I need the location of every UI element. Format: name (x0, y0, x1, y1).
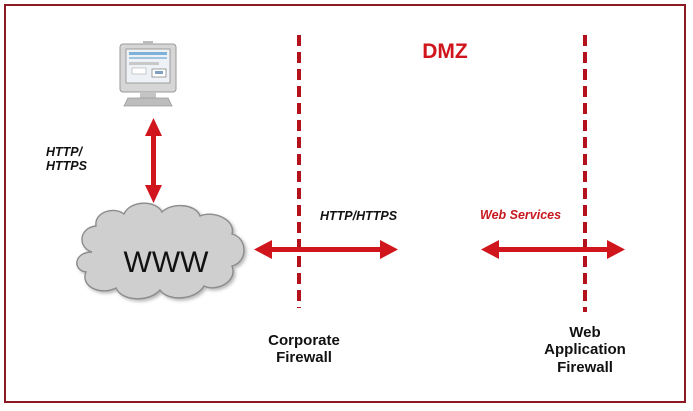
client-protocol-label: HTTP/ HTTPS (46, 145, 106, 174)
client-protocol-line2: HTTPS (46, 159, 87, 174)
cloud-icon (76, 202, 245, 300)
computer-monitor-icon (119, 41, 177, 107)
corporate-firewall-line2: Firewall (276, 349, 332, 367)
www-cloud-label: WWW (123, 246, 209, 279)
diagram-frame (4, 4, 686, 403)
waf-line1: Web (569, 324, 601, 341)
horizontal-double-arrow-left (254, 240, 398, 259)
internet-protocol-label: HTTP/HTTPS (320, 209, 398, 223)
corporate-firewall-label: Corporate Firewall (244, 332, 364, 367)
client-protocol-line1: HTTP/ (46, 145, 83, 159)
waf-line2: Application (544, 341, 626, 359)
corporate-firewall-line1: Corporate (268, 332, 340, 349)
vertical-double-arrow (145, 118, 162, 203)
web-application-firewall-label: Web Application Firewall (530, 324, 640, 376)
waf-line3: Firewall (557, 358, 613, 376)
dmz-zone-title: DMZ (422, 40, 468, 63)
web-services-label: Web Services (480, 208, 562, 222)
horizontal-double-arrow-right (481, 240, 625, 259)
